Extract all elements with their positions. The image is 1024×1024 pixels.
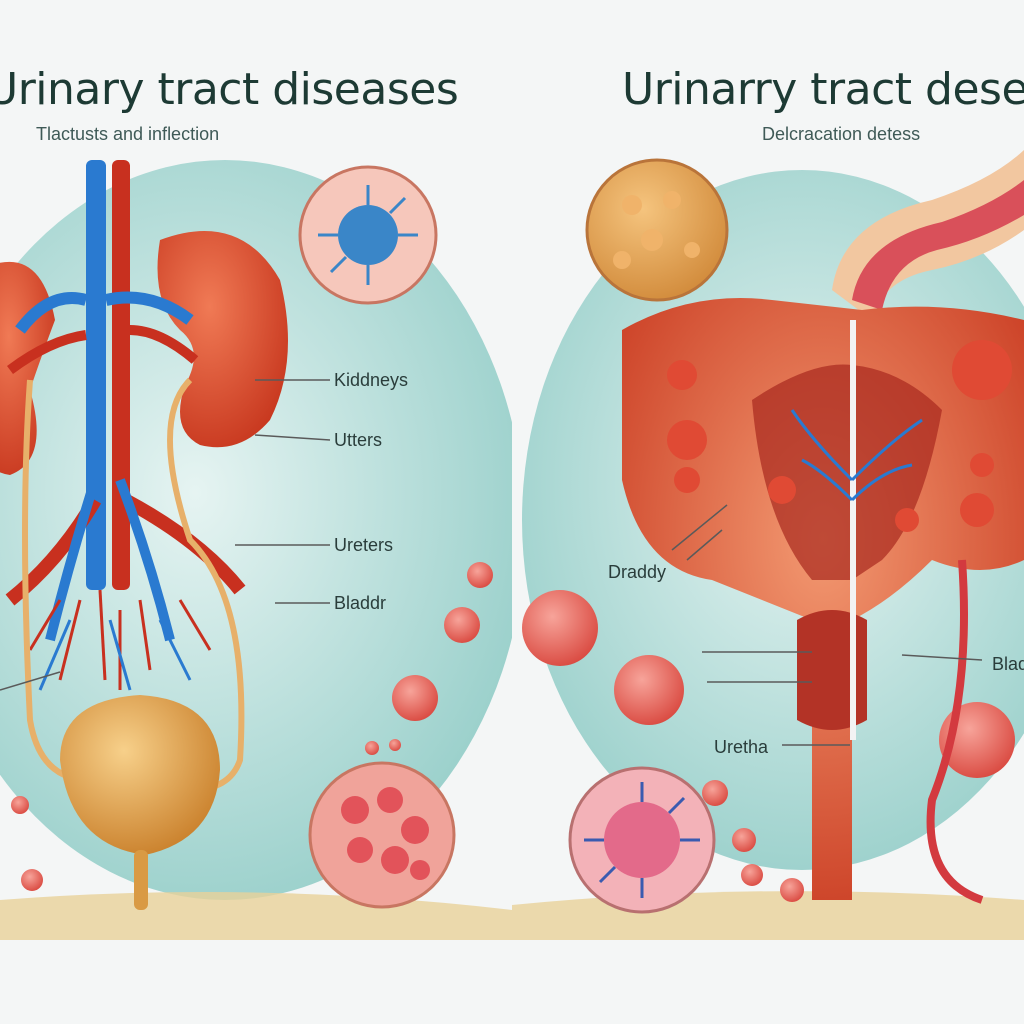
right-urethra-upper: [797, 610, 867, 730]
right-ground: [512, 891, 1024, 940]
right-anatomy-illustration: [512, 150, 1024, 940]
left-bladder: [60, 695, 220, 855]
label-bladder-right: Blad: [992, 654, 1024, 674]
right-intestine-inner: [852, 180, 1024, 310]
right-panel: Urinarry tract deseases Delcracation det…: [512, 0, 1024, 1024]
label-urethra: Uretha: [714, 737, 769, 757]
label-kidneys: Kiddneys: [334, 370, 409, 390]
left-anatomy-illustration: [0, 160, 512, 940]
label-ureters: Ureters: [334, 535, 394, 555]
left-subtitle: Tlactusts and inflection: [36, 124, 220, 144]
label-draddy: Draddy: [608, 562, 667, 582]
left-urethra: [134, 850, 148, 910]
left-kidney-right: [157, 231, 288, 448]
right-catheter: [850, 320, 856, 740]
left-panel: Urinary tract diseases Tlactusts and inf…: [0, 64, 512, 940]
label-bladder-left: Bladdr: [334, 593, 387, 613]
right-tissue-inset: [585, 158, 729, 302]
left-ureter-right: [167, 377, 245, 793]
left-vena-cava: [86, 160, 106, 590]
right-subtitle: Delcracation detess: [762, 124, 921, 144]
left-ureter-left: [22, 379, 91, 783]
left-ground: [0, 892, 512, 940]
right-title: Urinarry tract deseases: [622, 64, 1024, 115]
left-tissue-inset: [308, 761, 456, 909]
left-aorta: [112, 160, 130, 590]
label-utters: Utters: [334, 430, 383, 450]
left-title: Urinary tract diseases: [0, 64, 459, 115]
